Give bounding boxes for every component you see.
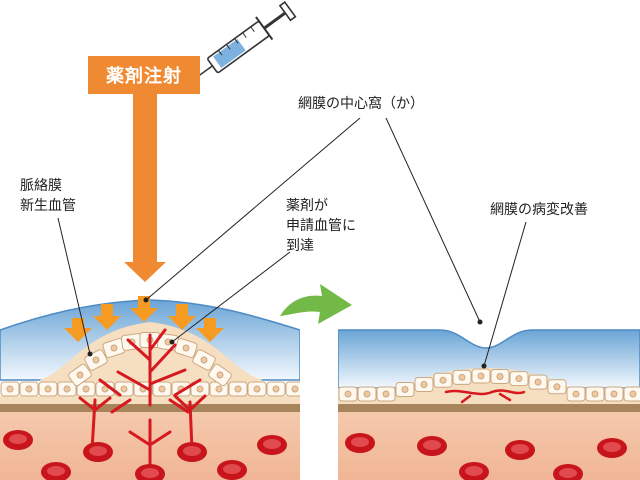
tissue-cell (357, 386, 377, 402)
tissue-cell (471, 368, 491, 384)
tissue-cell (19, 381, 39, 397)
left-bruch-membrane (0, 404, 300, 412)
left-neovessels (78, 328, 207, 472)
injection-label: 薬剤注射 (88, 56, 200, 94)
tissue-cell (395, 381, 415, 397)
tissue-cell (208, 363, 232, 387)
right-bruch-membrane (338, 404, 640, 412)
tissue-cell (376, 386, 396, 402)
tissue-cell (266, 381, 286, 397)
tissue-cell (547, 379, 567, 395)
tissue-cell (433, 372, 453, 388)
leader-dots (87, 297, 487, 369)
cnv-label-line1: 脈絡膜 (20, 178, 62, 194)
tissue-cell (452, 369, 472, 385)
tissue-cell (57, 381, 77, 397)
fovea-label: 網膜の中心窩（か） (298, 96, 424, 112)
drug-reach-line3: 到達 (286, 238, 314, 254)
tissue-cell (566, 386, 586, 402)
tissue-cell (623, 386, 640, 402)
down-arrow-icon (124, 94, 166, 282)
cnv-label: 脈絡膜 新生血管 (20, 176, 76, 216)
tissue-cell (490, 368, 510, 384)
tissue-cell (102, 338, 126, 358)
tissue-cell (528, 374, 548, 390)
tissue-cell (285, 381, 305, 397)
right-rpe-cells (338, 368, 640, 402)
tissue-cell (133, 381, 153, 397)
tissue-cell (76, 381, 96, 397)
right-regressed-vessels (444, 389, 526, 404)
drug-reach-label: 薬剤が 申請血管に 到達 (286, 196, 356, 256)
leader-lines (57, 117, 527, 367)
tissue-cell (585, 386, 605, 402)
drug-reach-line1: 薬剤が (286, 198, 328, 214)
tissue-cell (114, 381, 134, 397)
tissue-cell (414, 376, 434, 392)
drug-arrows (64, 296, 224, 342)
tissue-cell (192, 349, 216, 371)
tissue-cell (0, 381, 20, 397)
tissue-cell (152, 381, 172, 397)
panel-divider (300, 300, 338, 480)
left-panel (0, 94, 305, 480)
tissue-cell (338, 386, 358, 402)
improvement-label: 網膜の病変改善 (490, 202, 588, 218)
tissue-cell (190, 381, 210, 397)
tissue-cell (247, 381, 267, 397)
curved-arrow-icon (280, 284, 352, 324)
tissue-cell (228, 381, 248, 397)
tissue-cell (509, 371, 529, 387)
left-rpe-cells (0, 381, 305, 397)
drug-reach-line2: 申請血管に (286, 218, 356, 234)
cnv-label-line2: 新生血管 (20, 198, 76, 214)
right-choroid (338, 412, 640, 480)
tissue-cell (38, 381, 58, 397)
right-panel (337, 329, 640, 480)
tissue-cell (68, 363, 92, 387)
syringe-icon (197, 1, 297, 78)
tissue-cell (604, 386, 624, 402)
